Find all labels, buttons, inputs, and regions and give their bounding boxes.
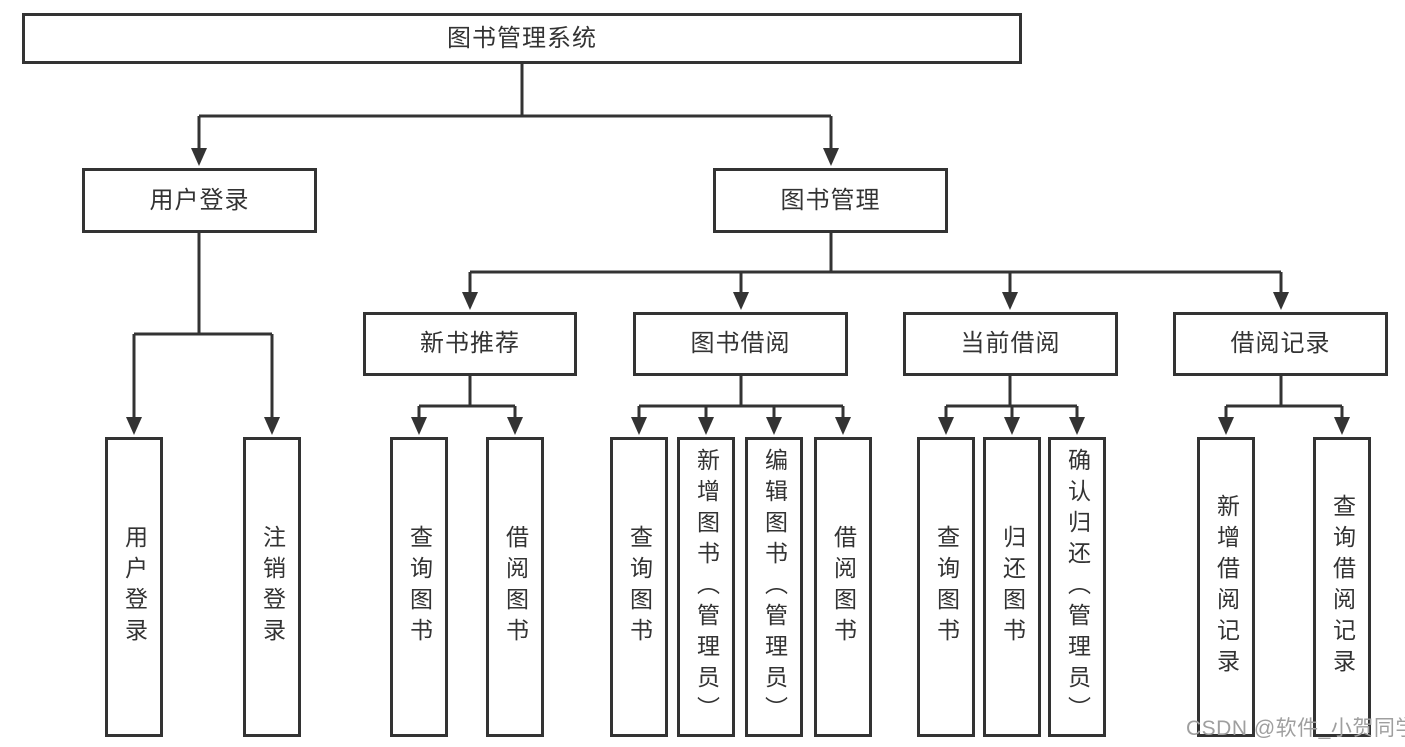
node-leaf-logout: 注销登录 [243, 437, 301, 737]
watermark: CSDN @软件_小贺同学 [1186, 717, 1405, 740]
node-leaf-query-books-current: 查询图书 [917, 437, 975, 737]
node-leaf-user-login: 用户登录 [105, 437, 163, 737]
node-user-login-label: 用户登录 [149, 186, 250, 214]
node-leaf-user-login-label: 用户登录 [121, 525, 148, 649]
node-leaf-add-books-admin-label: 新增图书（管理员） [693, 447, 720, 727]
node-borrow-records: 借阅记录 [1173, 312, 1388, 376]
node-book-borrow-label: 图书借阅 [690, 330, 791, 357]
node-book-management: 图书管理 [713, 168, 948, 233]
node-current-borrow-label: 当前借阅 [960, 330, 1061, 357]
node-leaf-add-borrow-record-label: 新增借阅记录 [1213, 494, 1240, 680]
node-leaf-borrow-books-label: 借阅图书 [830, 525, 857, 649]
node-leaf-borrow-books-recommend: 借阅图书 [486, 437, 544, 737]
node-leaf-edit-books-admin-label: 编辑图书（管理员） [761, 447, 788, 727]
node-root-label: 图书管理系统 [447, 24, 597, 52]
node-borrow-records-label: 借阅记录 [1230, 330, 1331, 357]
node-leaf-add-books-admin: 新增图书（管理员） [677, 437, 735, 737]
node-leaf-query-books-borrow: 查询图书 [610, 437, 668, 737]
node-new-book-recommend-label: 新书推荐 [420, 330, 520, 357]
node-user-login: 用户登录 [82, 168, 317, 233]
node-leaf-logout-label: 注销登录 [259, 525, 286, 649]
node-leaf-return-books: 归还图书 [983, 437, 1041, 737]
node-leaf-return-books-label: 归还图书 [999, 525, 1026, 649]
node-book-management-label: 图书管理 [780, 186, 881, 214]
node-book-borrow: 图书借阅 [633, 312, 848, 376]
node-current-borrow: 当前借阅 [903, 312, 1118, 376]
node-leaf-query-books-borrow-label: 查询图书 [626, 525, 653, 649]
node-leaf-query-books-recommend-label: 查询图书 [406, 525, 433, 649]
node-leaf-borrow-books-recommend-label: 借阅图书 [502, 525, 529, 649]
node-leaf-borrow-books: 借阅图书 [814, 437, 872, 737]
node-leaf-edit-books-admin: 编辑图书（管理员） [745, 437, 803, 737]
node-new-book-recommend: 新书推荐 [363, 312, 577, 376]
node-leaf-query-borrow-record: 查询借阅记录 [1313, 437, 1371, 737]
node-leaf-confirm-return-admin: 确认归还（管理员） [1048, 437, 1106, 737]
arrowheads [126, 148, 1350, 435]
node-leaf-query-books-recommend: 查询图书 [390, 437, 448, 737]
node-root-system: 图书管理系统 [22, 13, 1022, 64]
node-leaf-confirm-return-admin-label: 确认归还（管理员） [1064, 447, 1091, 727]
node-leaf-query-borrow-record-label: 查询借阅记录 [1329, 494, 1356, 680]
node-leaf-query-books-current-label: 查询图书 [933, 525, 960, 649]
node-leaf-add-borrow-record: 新增借阅记录 [1197, 437, 1255, 737]
